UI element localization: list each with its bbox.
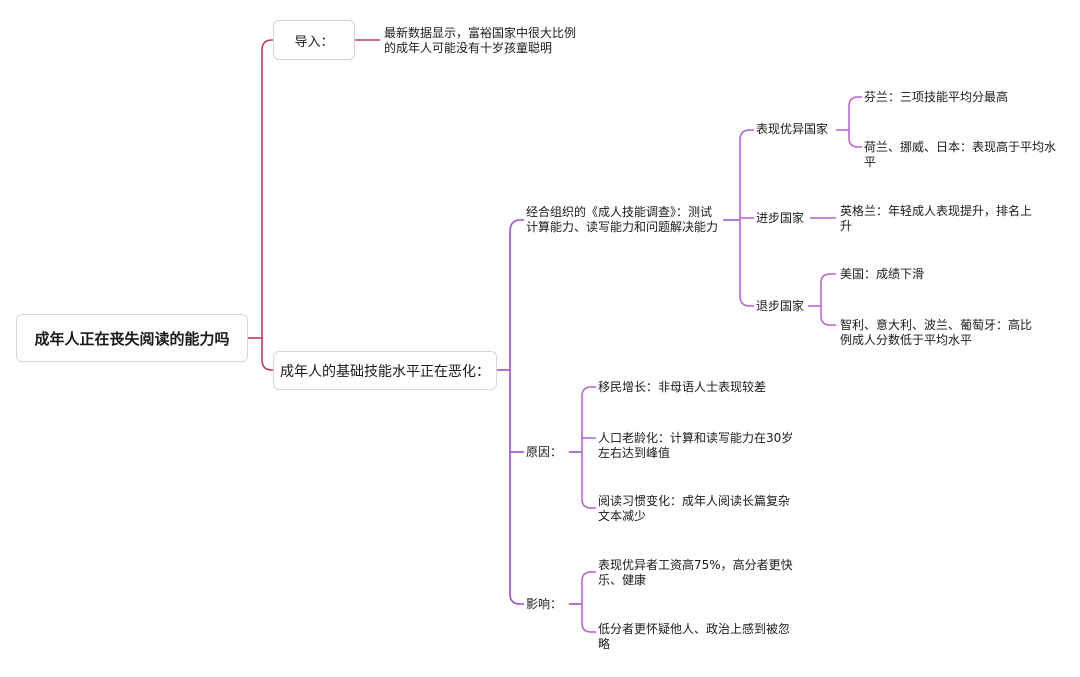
- cause-item-immigration[interactable]: 移民增长：非母语人士表现较差: [598, 380, 767, 394]
- impact-node[interactable]: 影响：: [526, 597, 563, 611]
- level3-connectors: [581, 96, 862, 633]
- intro-detail[interactable]: 最新数据显示，富裕国家中很大比例的成年人可能没有十岁孩童聪明: [384, 26, 577, 55]
- progress-countries-node[interactable]: 进步国家: [756, 211, 805, 225]
- impact-item-distrust[interactable]: 低分者更怀疑他人、政治上感到被忽略: [598, 622, 791, 651]
- main-node[interactable]: 成年人的基础技能水平正在恶化：: [273, 351, 497, 390]
- intro-node[interactable]: 导入：: [273, 20, 355, 60]
- intro-label: 导入：: [294, 34, 334, 50]
- decline-countries-node[interactable]: 退步国家: [756, 299, 805, 313]
- causes-node[interactable]: 原因：: [526, 445, 563, 459]
- root-node[interactable]: 成年人正在丧失阅读的能力吗: [16, 314, 248, 362]
- main-label: 成年人的基础技能水平正在恶化：: [280, 363, 490, 380]
- decline-item-chile[interactable]: 智利、意大利、波兰、葡萄牙：高比例成人分数低于平均水平: [840, 318, 1033, 347]
- root-label: 成年人正在丧失阅读的能力吗: [34, 329, 230, 348]
- survey-node[interactable]: 经合组织的《成人技能调查》：测试计算能力、读写能力和问题解决能力: [526, 205, 719, 234]
- decline-item-usa[interactable]: 美国：成绩下滑: [840, 267, 925, 281]
- cause-item-aging[interactable]: 人口老龄化：计算和读写能力在30岁左右达到峰值: [598, 431, 794, 460]
- level1-connectors: [248, 39, 380, 371]
- level2-connectors: [497, 219, 740, 605]
- progress-item-england[interactable]: 英格兰：年轻成人表现提升，排名上升: [840, 204, 1033, 233]
- excellent-countries-node[interactable]: 表现优异国家: [756, 122, 829, 136]
- excellent-item-netherlands[interactable]: 荷兰、挪威、日本：表现高于平均水平: [864, 140, 1057, 169]
- impact-item-wages[interactable]: 表现优异者工资高75%，高分者更快乐、健康: [598, 558, 793, 587]
- excellent-item-finland[interactable]: 芬兰：三项技能平均分最高: [864, 90, 1009, 104]
- cause-item-reading-habits[interactable]: 阅读习惯变化：成年人阅读长篇复杂文本减少: [598, 494, 791, 523]
